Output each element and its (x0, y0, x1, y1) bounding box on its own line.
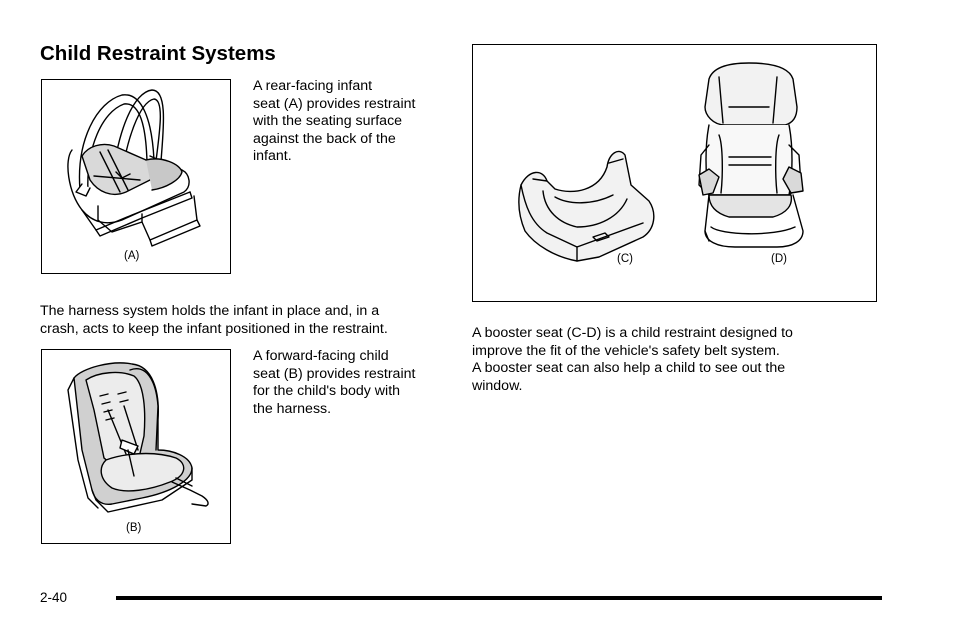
booster-seats-illustration (518, 62, 804, 262)
figure-booster-seats: (C) (D) (472, 44, 877, 302)
page-title: Child Restraint Systems (40, 42, 276, 65)
forward-facing-seat-paragraph: A forward-facing child seat (B) provides… (253, 348, 416, 417)
infant-carrier-illustration (67, 89, 201, 247)
figure-forward-facing-child-seat: (B) (41, 349, 231, 544)
page-number: 2-40 (40, 590, 68, 605)
forward-facing-seat-illustration (67, 362, 209, 513)
rear-facing-seat-paragraph: A rear-facing infant seat (A) provides r… (253, 78, 416, 164)
figure-d-caption: (D) (771, 253, 787, 265)
figure-c-caption: (C) (617, 253, 633, 265)
booster-seat-paragraph: A booster seat (C-D) is a child restrain… (472, 325, 793, 394)
figure-b-caption: (B) (126, 522, 142, 534)
figure-a-caption: (A) (124, 250, 140, 262)
figure-rear-facing-infant-seat: (A) (41, 79, 231, 274)
harness-paragraph: The harness system holds the infant in p… (40, 303, 388, 337)
footer-rule (116, 596, 882, 600)
